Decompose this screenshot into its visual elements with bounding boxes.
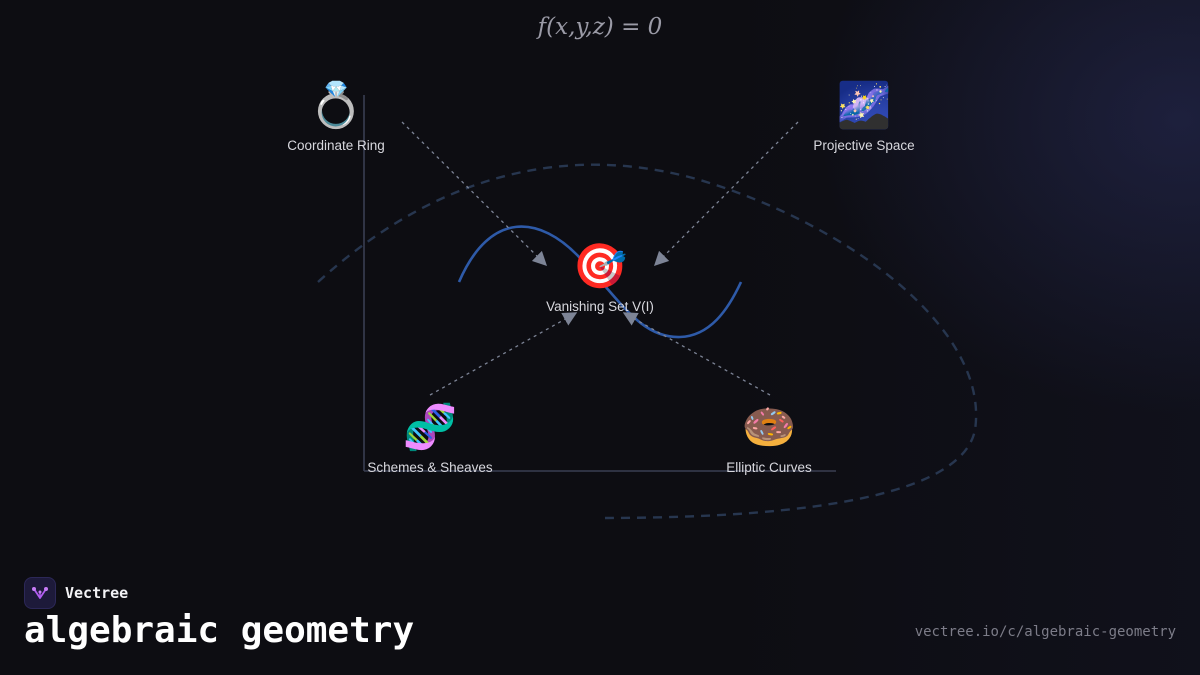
brand[interactable]: Vectree [24,577,128,609]
node-elliptic-curves[interactable]: 🍩 Elliptic Curves [669,402,869,475]
node-label: Schemes & Sheaves [367,460,493,475]
page-title: algebraic geometry [24,610,415,651]
node-label: Projective Space [813,138,915,153]
node-label: Elliptic Curves [726,460,812,475]
node-schemes-sheaves[interactable]: 🧬 Schemes & Sheaves [330,402,530,475]
vectree-logo-icon [24,577,56,609]
node-projective-space[interactable]: 🌌 Projective Space [764,80,964,153]
dashed-elliptic-curve [317,163,978,520]
node-coordinate-ring[interactable]: 💍 Coordinate Ring [236,80,436,153]
node-label: Coordinate Ring [287,138,385,153]
brand-name: Vectree [65,584,129,602]
galaxy-icon: 🌌 [836,81,892,130]
target-icon: 🎯 [572,242,628,291]
node-label: Vanishing Set V(I) [546,299,654,314]
arrow-projective-space-to-vanishing-set [653,121,799,267]
arrow-elliptic-curves-to-vanishing-set [622,312,771,396]
arrow-coordinate-ring-to-vanishing-set [401,121,548,267]
ring-icon: 💍 [308,81,364,130]
donut-icon: 🍩 [741,403,797,452]
dna-icon: 🧬 [402,403,458,452]
arrow-schemes-sheaves-to-vanishing-set [429,312,578,396]
page-url-link[interactable]: vectree.io/c/algebraic-geometry [914,624,1176,640]
cubic-curve [457,225,743,339]
node-vanishing-set[interactable]: 🎯 Vanishing Set V(I) [500,241,700,314]
formula-label: f(x,y,z) = 0 [537,14,663,40]
